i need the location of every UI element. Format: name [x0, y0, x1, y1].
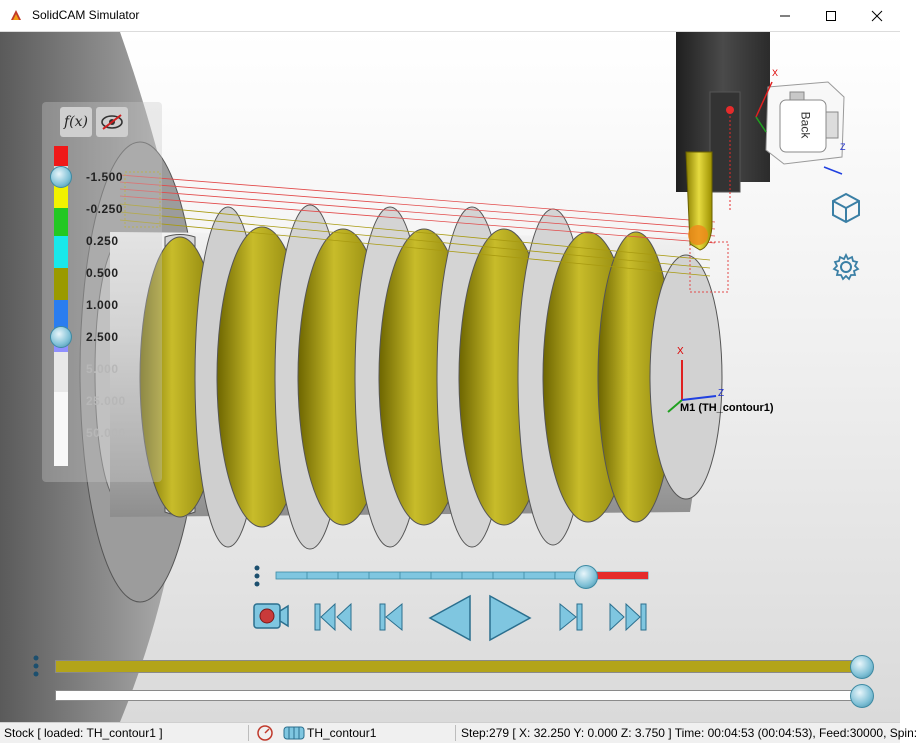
legend-label-3: 0.250: [86, 234, 119, 248]
function-icon: f(x): [63, 114, 88, 130]
legend-label-2: -0.250: [86, 202, 124, 216]
vertical-dots-icon: [254, 565, 260, 587]
solidcam-app-icon: [11, 10, 21, 20]
color-light-gray-1: [54, 352, 68, 392]
view-cube-face-label: Back: [798, 111, 813, 139]
step-back-icon: [379, 602, 403, 632]
cube-icon: [832, 192, 860, 224]
hide-legend-button[interactable]: [96, 107, 128, 137]
status-bar: Stock [ loaded: TH_contour1 ] TH_contour…: [0, 722, 917, 743]
operation-icon: [283, 726, 305, 740]
skip-to-end-icon: [609, 602, 647, 632]
legend-label-7: 5.000: [86, 362, 119, 376]
progress-menu-button[interactable]: [32, 654, 40, 678]
color-green: [54, 208, 68, 236]
coordinate-triad: [667, 360, 717, 413]
status-divider: [455, 725, 456, 741]
speed-slider-menu-button[interactable]: [253, 564, 261, 588]
step-forward-icon: [559, 602, 583, 632]
color-red: [54, 146, 68, 166]
legend-label-8: 25.000: [86, 394, 126, 408]
record-button[interactable]: [252, 600, 290, 632]
close-button[interactable]: [854, 0, 900, 31]
color-cyan: [54, 236, 68, 268]
status-position: Step:279 [ X: 32.250 Y: 0.000 Z: 3.750 ]…: [461, 726, 917, 740]
status-stock: Stock [ loaded: TH_contour1 ]: [4, 726, 163, 740]
view-cube[interactable]: Back X Z: [752, 68, 848, 175]
color-light-gray-2: [54, 392, 68, 466]
skip-to-start-icon: [314, 602, 352, 632]
title-bar: SolidCAM Simulator: [0, 0, 900, 32]
vertical-dots-icon: [33, 655, 39, 677]
view-cube-z-label: Z: [840, 142, 846, 152]
go-to-end-button[interactable]: [608, 602, 648, 632]
gear-icon: [832, 252, 860, 281]
coord-system-label: M1 (TH_contour1): [680, 402, 774, 414]
play-forward-button[interactable]: [486, 594, 534, 642]
window-title: SolidCAM Simulator: [32, 8, 140, 22]
view-cube-toggle-button[interactable]: [829, 190, 863, 224]
minimize-icon: [780, 15, 790, 16]
legend-label-1: -1.500: [86, 170, 124, 184]
simulation-viewport[interactable]: X Z M1 (TH_contour1) Back X Z f(x: [0, 32, 900, 722]
play-reverse-icon: [428, 594, 471, 642]
record-camera-icon: [253, 603, 289, 629]
speed-slider-thumb[interactable]: [573, 565, 598, 589]
step-forward-button[interactable]: [556, 602, 584, 632]
secondary-progress-thumb[interactable]: [850, 684, 874, 708]
function-button[interactable]: f(x): [60, 107, 92, 137]
legend-upper-handle[interactable]: [50, 166, 72, 188]
view-cube-graphic: [755, 81, 845, 175]
status-operation: TH_contour1: [307, 726, 377, 740]
close-icon: [871, 10, 883, 21]
settings-button[interactable]: [831, 252, 861, 282]
maximize-button[interactable]: [808, 0, 854, 31]
simulation-progress-fill: [56, 661, 866, 672]
color-blue: [54, 300, 68, 332]
play-reverse-button[interactable]: [426, 594, 474, 642]
color-yellow: [54, 184, 68, 208]
coord-z-label: Z: [718, 388, 725, 399]
go-to-start-button[interactable]: [313, 602, 353, 632]
deviation-legend: f(x) -1.500 -0.250 0.250 0.500 1.: [42, 102, 162, 482]
legend-color-bar: [54, 146, 68, 466]
simulation-progress-bar[interactable]: [55, 655, 874, 679]
maximize-icon: [826, 10, 836, 21]
legend-lower-handle[interactable]: [50, 326, 72, 348]
speed-slider-track: [275, 571, 649, 580]
secondary-progress-bar[interactable]: [55, 684, 874, 708]
step-back-button[interactable]: [378, 602, 406, 632]
play-forward-icon: [489, 594, 532, 642]
legend-label-6: 2.500: [86, 330, 119, 344]
view-cube-x-label: X: [772, 68, 779, 78]
simulation-progress-thumb[interactable]: [850, 655, 874, 679]
machine-scene: [0, 32, 770, 722]
gauge-icon: [257, 725, 273, 741]
minimize-button[interactable]: [762, 0, 808, 31]
status-divider: [248, 725, 249, 741]
eye-hidden-icon: [101, 114, 123, 130]
legend-label-5: 1.000: [86, 298, 119, 312]
legend-label-9: 50.000: [86, 426, 126, 440]
legend-label-4: 0.500: [86, 266, 119, 280]
color-olive: [54, 268, 68, 300]
coord-x-label: X: [677, 346, 684, 357]
speed-slider[interactable]: [275, 565, 649, 589]
